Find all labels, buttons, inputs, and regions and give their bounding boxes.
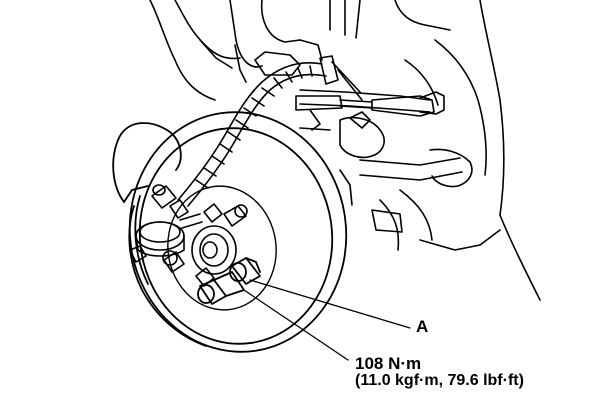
wheel-nut-a xyxy=(197,257,261,305)
torque-spec-alternate-units: (11.0 kgf·m, 79.6 lbf·ft) xyxy=(355,372,524,389)
leader-line-torque xyxy=(243,289,349,361)
leader-lines xyxy=(243,279,411,361)
hub-assembly xyxy=(162,203,248,287)
hose-end-fitting xyxy=(129,184,203,263)
leader-line-a xyxy=(249,279,411,329)
brake-hose xyxy=(177,55,445,207)
brake-disc xyxy=(112,111,348,353)
callout-label-a: A xyxy=(416,317,429,336)
torque-spec-metric: 108 N·m xyxy=(355,354,422,373)
suspension-background xyxy=(149,0,541,301)
